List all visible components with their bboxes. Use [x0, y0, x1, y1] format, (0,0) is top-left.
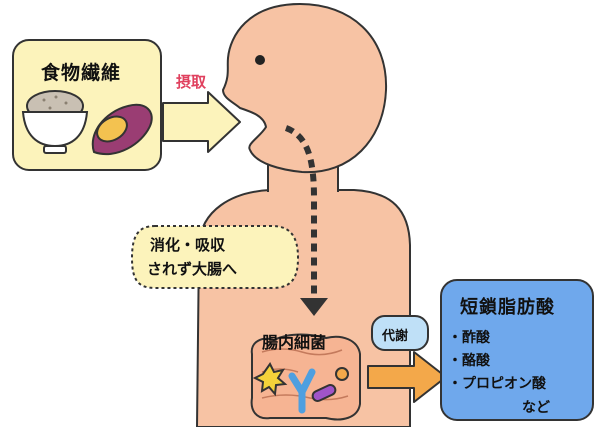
scfa-etc: など	[522, 397, 550, 417]
head	[223, 4, 386, 172]
scfa-title: 短鎖脂肪酸	[460, 293, 555, 319]
bubble-line-1: 消化・吸収	[150, 234, 225, 255]
metabolism-label: 代謝	[382, 325, 408, 344]
intake-label: 摂取	[176, 71, 206, 92]
intake-arrow	[163, 92, 240, 152]
bacterium-dot-icon	[336, 368, 348, 380]
scfa-item-butyric: ・酪酸	[448, 350, 490, 370]
bubble-line-2: されず大腸へ	[147, 258, 237, 279]
scfa-item-acetic: ・酢酸	[448, 327, 490, 347]
fiber-title: 食物繊維	[41, 58, 121, 85]
bacteria-label: 腸内細菌	[262, 329, 326, 353]
eye	[255, 55, 265, 65]
scfa-item-propionic: ・プロピオン酸	[448, 373, 546, 393]
